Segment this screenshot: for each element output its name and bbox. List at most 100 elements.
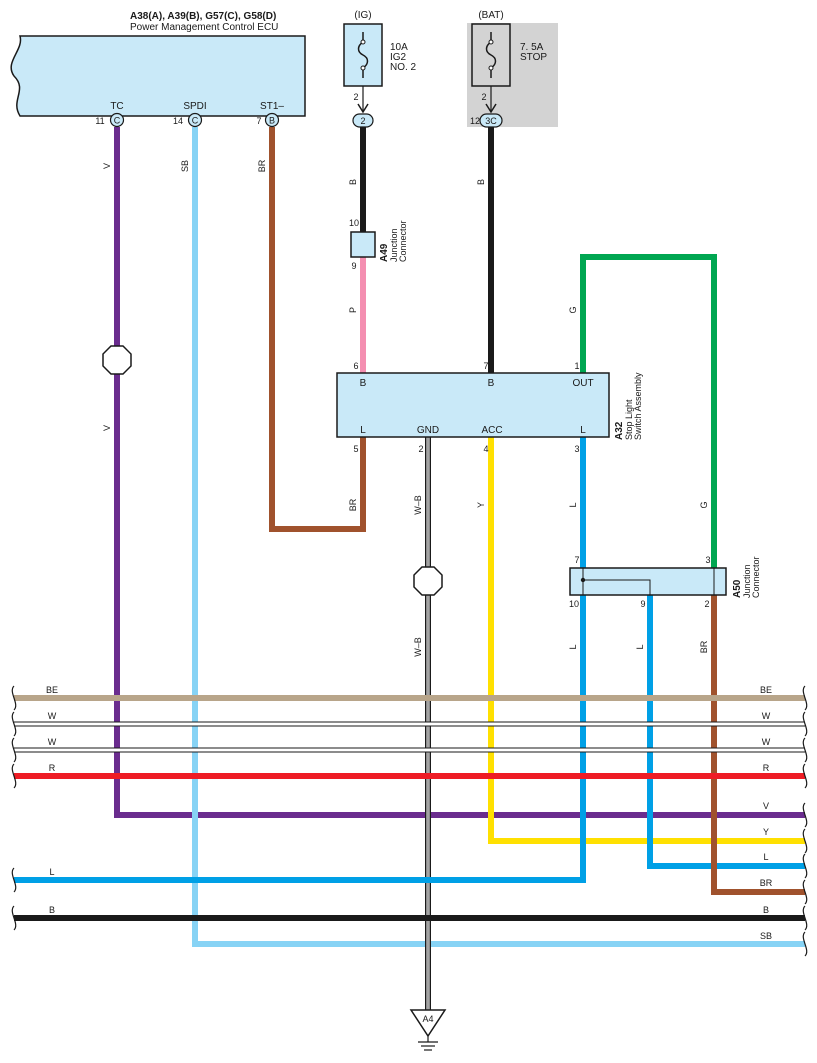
a32-id: A32 (614, 421, 625, 440)
a32-term-l2: L (580, 425, 586, 436)
wire-label-tc-1: V (102, 163, 112, 169)
a32-label-group: A32 Stop Light Switch Assembly (614, 372, 643, 440)
bus-label-right-r: R (763, 763, 770, 773)
ig-fuse-number: NO. 2 (390, 62, 417, 73)
fuse-terminal-icon (360, 39, 366, 45)
bus-label-right-br: BR (760, 878, 773, 888)
a49-label1: Junction (389, 228, 399, 262)
splice-dot-icon (580, 577, 586, 583)
wire-label-a32-br: BR (348, 498, 358, 511)
wire-a50-l-left (14, 595, 586, 883)
octagon-joint-icon (413, 566, 443, 596)
bus-label-left-w1: W (48, 711, 57, 721)
wire-label-bat: B (476, 179, 486, 185)
fuse-symbol-icon (485, 32, 497, 78)
fuse-symbol-icon (357, 32, 369, 78)
bus-label-right-y: Y (763, 827, 769, 837)
arrow-down-icon (357, 103, 369, 114)
bat-fuse-rating: 7. 5A (520, 42, 544, 53)
a32-term-out: OUT (572, 378, 593, 389)
wire-label-l-a32: L (568, 502, 578, 507)
bus-label-left-b: B (49, 905, 55, 915)
right-break-marks (802, 685, 808, 957)
wire-label-br-a50: BR (699, 640, 709, 653)
a32-term-gnd: GND (417, 425, 439, 436)
connector-pill-icon (352, 113, 374, 128)
a49-pin-in: 10 (349, 218, 359, 228)
ecu-name: Power Management Control ECU (130, 22, 278, 33)
break-mark-icon (802, 828, 808, 854)
a32-bottom-pin-5: 5 (353, 444, 358, 454)
ecu-box (10, 35, 306, 117)
bat-pin: 12 (470, 116, 480, 126)
bus-label-right-be: BE (760, 685, 772, 695)
wire-label-out-g2: G (699, 501, 709, 508)
connector-circle-icon (109, 112, 125, 128)
bus-label-left-w2: W (48, 737, 57, 747)
wire-label-gnd-1: W–B (413, 495, 423, 515)
wire-label-a49: P (348, 307, 358, 313)
wire-label-out-g1: G (568, 306, 578, 313)
wire-a50-l-right (647, 595, 805, 869)
a50-pin-7: 7 (574, 555, 579, 565)
a32-top-pin-6: 6 (353, 361, 358, 371)
ground-triangle-icon (409, 1009, 447, 1038)
wire-tc-violet (114, 127, 805, 818)
ig-fuse-name: IG2 (390, 52, 407, 63)
ecu-header: A38(A), A39(B), G57(C), G58(D) (130, 11, 276, 22)
bus-label-right-w1: W (762, 711, 771, 721)
ecu-terminal-st1: ST1– (260, 101, 284, 112)
connector-circle-icon (264, 112, 280, 128)
break-mark-icon (802, 763, 808, 789)
octagon-joint-icon (102, 345, 132, 375)
ig-conn-label: 2 (360, 116, 365, 126)
break-mark-icon (802, 711, 808, 737)
ecu-conn-st1: B (269, 116, 275, 126)
break-mark-icon (802, 931, 808, 957)
a50-box (569, 567, 727, 596)
bus-label-right-b: B (763, 905, 769, 915)
a32-bottom-pin-4: 4 (483, 444, 488, 454)
a49-label2: Connector (398, 220, 408, 262)
fuse-terminal-icon (360, 65, 366, 71)
wire-label-spdi: SB (180, 160, 190, 172)
a32-label1: Stop Light (624, 399, 634, 440)
a32-top-pin-1: 1 (574, 361, 579, 371)
connector-circle-icon (187, 112, 203, 128)
ecu-conn-tc: C (114, 116, 121, 126)
a32-bottom-pin-2: 2 (418, 444, 423, 454)
bus-label-right-l: L (763, 852, 768, 862)
bus-label-left-r: R (49, 763, 56, 773)
wire-label-ig: B (348, 179, 358, 185)
break-mark-icon (802, 737, 808, 763)
ig-fuse-rating: 10A (390, 42, 408, 53)
bat-conn-label: 3C (485, 116, 497, 126)
wire-label-l-a50-9: L (635, 644, 645, 649)
break-mark-icon (11, 737, 17, 763)
ecu-pin-7: 7 (256, 116, 261, 126)
a50-id: A50 (732, 579, 743, 598)
bat-source-label: (BAT) (478, 10, 503, 21)
a50-pin-2: 2 (704, 599, 709, 609)
a50-pin-9: 9 (640, 599, 645, 609)
a32-bottom-pin-3: 3 (574, 444, 579, 454)
a49-box (350, 231, 376, 258)
ground-id: A4 (422, 1014, 433, 1024)
a32-term-l1: L (360, 425, 366, 436)
wire-out-green (580, 254, 717, 568)
break-mark-icon (11, 763, 17, 789)
bat-fuse-pin: 2 (481, 92, 486, 102)
fuse-terminal-icon (488, 65, 494, 71)
a50-label-group: A50 Junction Connector (732, 556, 761, 598)
ecu-pin-11: 11 (95, 116, 104, 126)
bus-label-left-be: BE (46, 685, 58, 695)
break-mark-icon (11, 711, 17, 737)
a50-label1: Junction (742, 564, 752, 598)
left-break-marks (11, 685, 17, 931)
bus-label-right-w2: W (762, 737, 771, 747)
break-mark-icon (802, 802, 808, 828)
wire-label-acc: Y (476, 502, 486, 508)
fuse-terminal-icon (488, 39, 494, 45)
ig-fuse-pin: 2 (353, 92, 358, 102)
